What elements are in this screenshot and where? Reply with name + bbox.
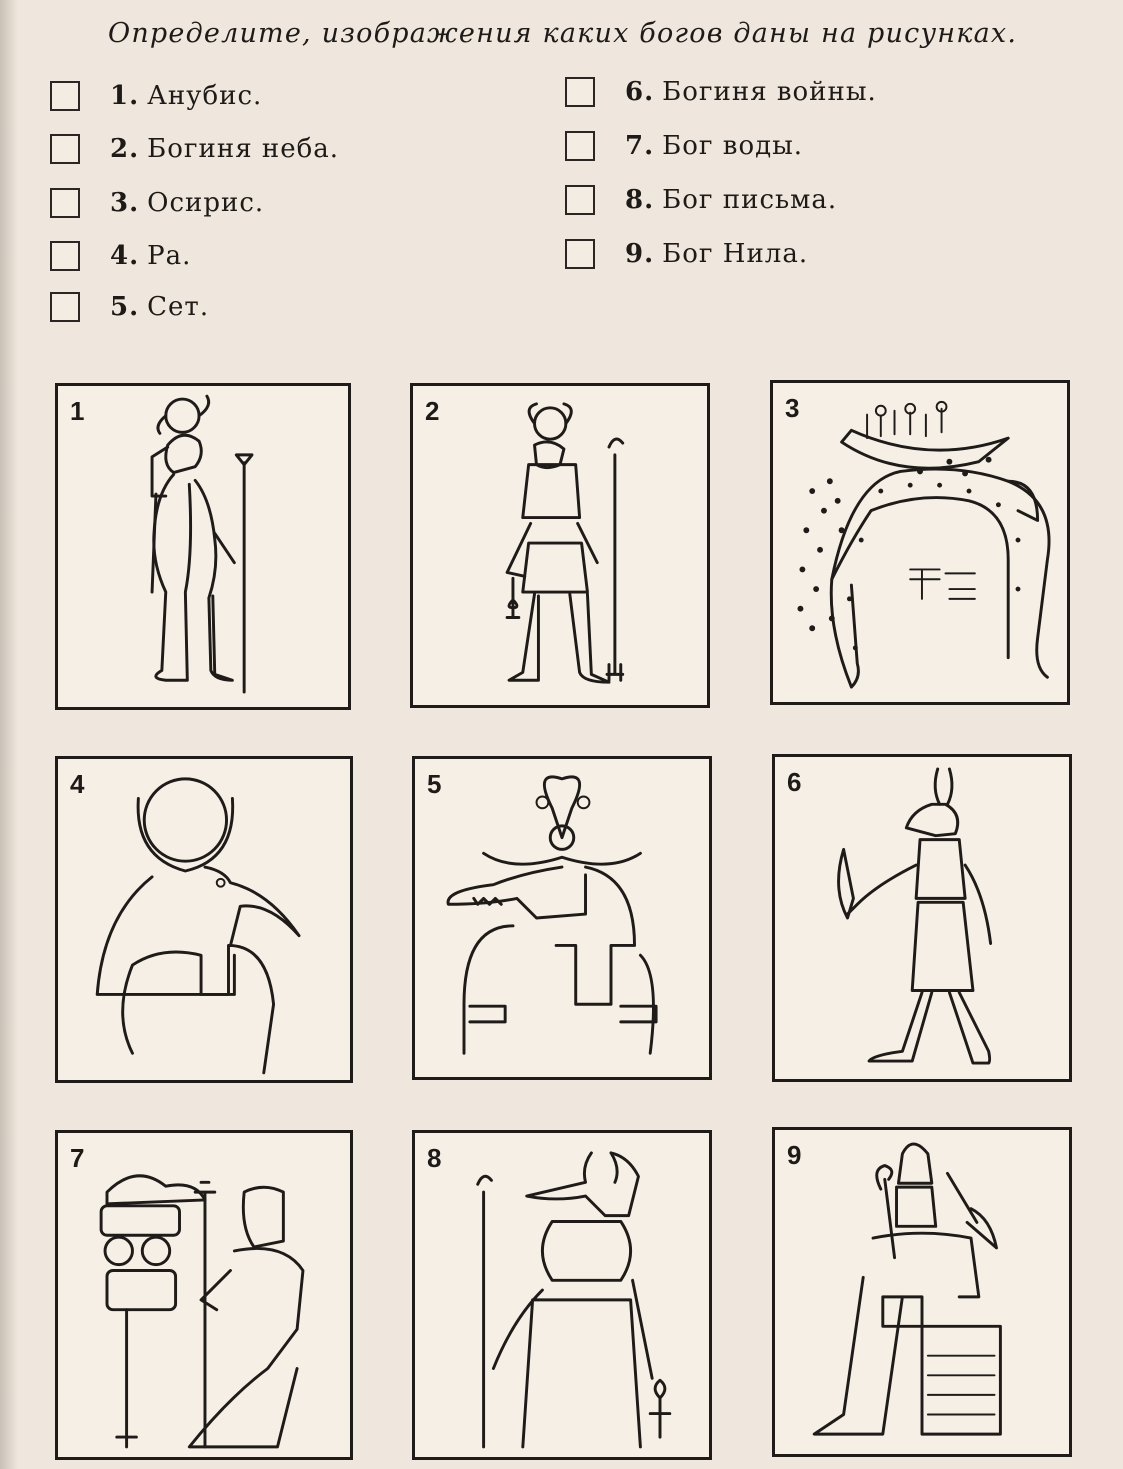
option-label: 1.Анубис.	[110, 81, 263, 111]
option-label: 9.Бог Нила.	[625, 239, 809, 269]
panel-number: 5	[427, 769, 442, 799]
option-9[interactable]: 9.Бог Нила.	[565, 236, 808, 272]
panel-number: 4	[70, 769, 85, 799]
crocodile-god-figure	[446, 775, 658, 1055]
option-label: 7.Бог воды.	[625, 131, 804, 161]
panel-number: 8	[427, 1143, 442, 1173]
option-label: 8.Бог письма.	[625, 185, 838, 215]
option-8[interactable]: 8.Бог письма.	[565, 182, 837, 218]
option-label: 5.Сет.	[110, 292, 210, 322]
checkbox-8[interactable]	[565, 185, 595, 215]
falcon-god-figure	[505, 402, 625, 684]
option-6[interactable]: 6.Богиня войны.	[565, 74, 877, 110]
nile-god-figure	[99, 1174, 305, 1449]
illustration-panel-9: 9	[772, 1127, 1072, 1457]
option-7[interactable]: 7.Бог воды.	[565, 128, 803, 164]
panel-number: 9	[787, 1140, 802, 1170]
illustration-panel-7: 7	[55, 1130, 353, 1460]
illustration-panel-2: 2	[410, 383, 710, 708]
option-5[interactable]: 5.Сет.	[50, 289, 209, 325]
option-label: 3.Осирис.	[110, 188, 265, 218]
answer-options: 1.Анубис. 2.Богиня неба. 3.Осирис. 4.Ра.…	[0, 0, 1123, 340]
seated-osiris-figure	[812, 1142, 1002, 1436]
illustration-panel-5: 5	[412, 756, 712, 1080]
option-1[interactable]: 1.Анубис.	[50, 78, 262, 114]
page-shadow	[0, 0, 18, 1469]
animal-headed-god-figure	[837, 767, 993, 1065]
checkbox-1[interactable]	[50, 81, 80, 111]
option-label: 4.Ра.	[110, 241, 192, 271]
panel-number: 7	[70, 1143, 85, 1173]
panel-number: 6	[787, 767, 802, 797]
checkbox-3[interactable]	[50, 188, 80, 218]
checkbox-4[interactable]	[50, 241, 80, 271]
panel-number: 2	[425, 396, 440, 426]
lion-goddess-figure	[150, 394, 254, 694]
checkbox-6[interactable]	[565, 77, 595, 107]
option-2[interactable]: 2.Богиня неба.	[50, 131, 339, 167]
instruction-text: Определите, изображения каких богов даны…	[108, 18, 1018, 49]
option-3[interactable]: 3.Осирис.	[50, 185, 264, 221]
option-label: 6.Богиня войны.	[625, 77, 877, 107]
panel-number: 3	[785, 393, 800, 423]
panel-number: 1	[70, 396, 85, 426]
illustration-panel-8: 8	[412, 1130, 712, 1460]
checkbox-5[interactable]	[50, 292, 80, 322]
illustration-panel-6: 6	[772, 754, 1072, 1082]
checkbox-2[interactable]	[50, 134, 80, 164]
option-label: 2.Богиня неба.	[110, 134, 339, 164]
sky-goddess-figure	[797, 400, 1051, 689]
illustration-panel-4: 4	[55, 756, 353, 1083]
illustration-panel-1: 1	[55, 383, 351, 710]
ibis-god-figure	[95, 777, 301, 1075]
illustration-panel-3: 3	[770, 380, 1070, 705]
checkbox-9[interactable]	[565, 239, 595, 269]
jackal-god-figure	[476, 1151, 672, 1449]
checkbox-7[interactable]	[565, 131, 595, 161]
option-4[interactable]: 4.Ра.	[50, 238, 191, 274]
